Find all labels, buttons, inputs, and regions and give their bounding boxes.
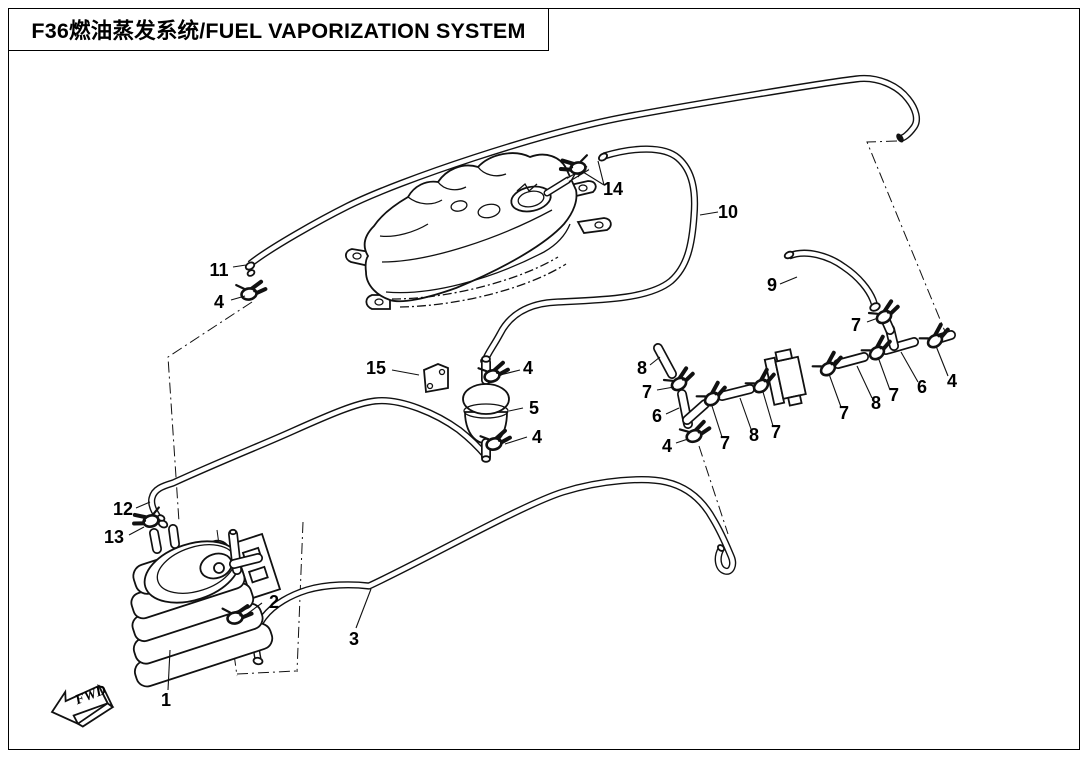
- callout-7: 7: [838, 403, 850, 423]
- callout-5: 5: [528, 398, 540, 418]
- callout-15: 15: [365, 358, 387, 378]
- page-title: F36燃油蒸发系统/FUEL VAPORIZATION SYSTEM: [31, 19, 526, 43]
- callout-8: 8: [636, 358, 648, 378]
- leader-lines: [128, 160, 949, 691]
- callout-4: 4: [522, 358, 534, 378]
- callout-4: 4: [213, 292, 225, 312]
- fwd-arrow: [50, 684, 115, 728]
- callout-6: 6: [916, 377, 928, 397]
- callout-4: 4: [661, 436, 673, 456]
- callout-3: 3: [348, 629, 360, 649]
- callout-2: 2: [268, 592, 280, 612]
- hose-12-drawing: [152, 401, 486, 529]
- callout-8: 8: [748, 425, 760, 445]
- hose-3-drawing: [253, 480, 733, 666]
- callout-11: 11: [209, 260, 229, 280]
- callout-7: 7: [719, 433, 731, 453]
- callout-9: 9: [766, 275, 778, 295]
- hose-9-drawing: [783, 250, 881, 312]
- callout-4: 4: [946, 371, 958, 391]
- callout-1: 1: [160, 690, 172, 710]
- callout-6: 6: [651, 406, 663, 426]
- callout-7: 7: [850, 315, 862, 335]
- callout-10: 10: [717, 202, 739, 222]
- valve-cluster-drawing: [653, 316, 956, 429]
- canister-drawing: [130, 524, 282, 688]
- callout-7: 7: [770, 422, 782, 442]
- callout-13: 13: [103, 527, 125, 547]
- fuel-tank-drawing: [344, 152, 612, 310]
- callout-7: 7: [888, 385, 900, 405]
- callout-14: 14: [602, 179, 624, 199]
- callout-4: 4: [531, 427, 543, 447]
- callout-8: 8: [870, 393, 882, 413]
- hose-11-drawing: [244, 78, 917, 277]
- bracket-drawing: [423, 363, 449, 394]
- callout-12: 12: [112, 499, 134, 519]
- callout-7: 7: [641, 382, 653, 402]
- canister-valve-body: [763, 348, 807, 407]
- title-box: F36燃油蒸发系统/FUEL VAPORIZATION SYSTEM: [8, 8, 549, 51]
